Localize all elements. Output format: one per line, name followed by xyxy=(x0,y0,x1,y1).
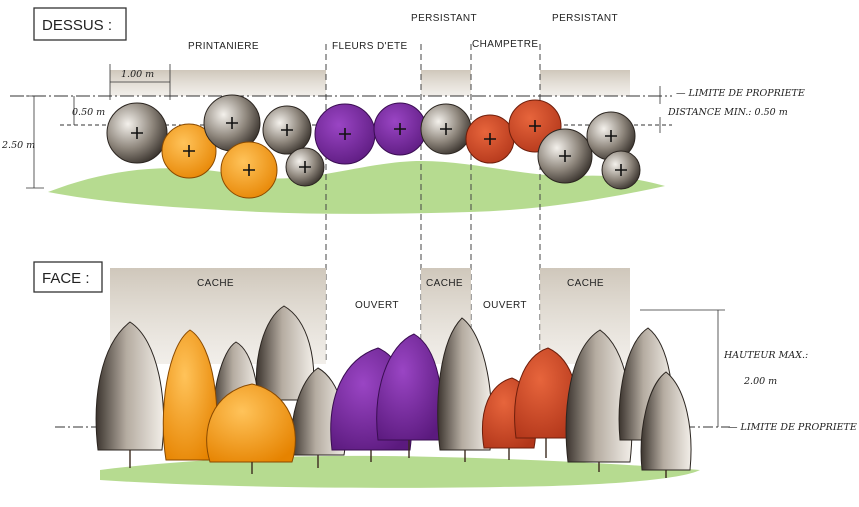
zone-label-printaniere: PRINTANIERE xyxy=(188,41,259,52)
zone-label-ouvert-1: OUVERT xyxy=(355,300,399,311)
zone-label-fleurs-ete: FLEURS D'ETE xyxy=(332,41,408,52)
dim-width-label: 1.00 m xyxy=(121,69,154,80)
dim-depth-label: 2.50 m xyxy=(1,140,35,151)
top-distance-label: DISTANCE MIN.: 0.50 m xyxy=(667,107,788,118)
top-limite-label: — LIMITE DE PROPRIETE xyxy=(676,88,805,99)
hauteur-max-value: 2.00 m xyxy=(743,376,777,387)
dessus-label: DESSUS : xyxy=(42,17,112,34)
zone-label-cache-2: CACHE xyxy=(426,278,463,289)
zone-label-ouvert-2: OUVERT xyxy=(483,300,527,311)
zone-label-persistant-2: PERSISTANT xyxy=(552,13,618,24)
zone-label-cache-3: CACHE xyxy=(567,278,604,289)
zone-band-persistant-1 xyxy=(421,70,471,96)
zone-label-persistant-1: PERSISTANT xyxy=(411,13,477,24)
hauteur-max-label: HAUTEUR MAX.: xyxy=(723,350,808,361)
zone-label-champetre: CHAMPETRE xyxy=(472,39,538,50)
zone-band-persistant-2 xyxy=(540,70,630,96)
front-view: FACE : CACHE OUVERT CACHE OUVERT CACHE H… xyxy=(34,262,857,488)
face-label: FACE : xyxy=(42,270,90,287)
zone-label-cache-1: CACHE xyxy=(197,278,234,289)
front-limite-label: — LIMITE DE PROPRIETE xyxy=(728,422,857,433)
dim-offset-label: 0.50 m xyxy=(72,107,105,118)
